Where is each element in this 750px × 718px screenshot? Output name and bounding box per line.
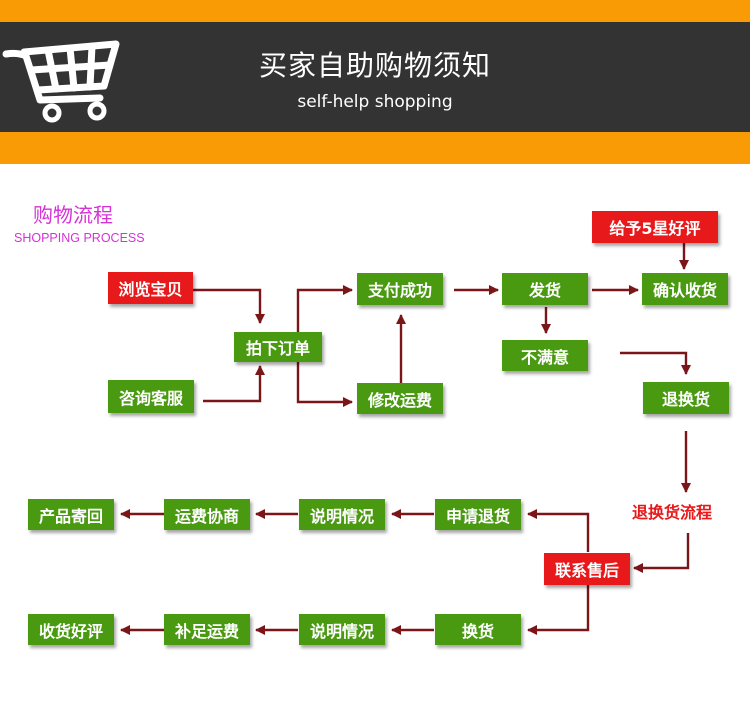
node-place-order: 拍下订单 [234, 332, 322, 362]
node-modify-shipping: 修改运费 [357, 383, 443, 414]
node-return-exchange: 退换货 [643, 382, 729, 414]
node-unsatisfied: 不满意 [502, 340, 588, 371]
node-payment-success: 支付成功 [357, 273, 443, 305]
arrow-unsatisfied-to-return [620, 351, 692, 376]
arrow-contact-to-apply [526, 508, 590, 552]
arrow-order-to-payment [296, 284, 354, 332]
page-subtitle: self-help shopping [297, 92, 453, 112]
node-ship: 发货 [502, 273, 588, 305]
arrow-flow-to-contact [632, 533, 690, 574]
node-confirm-receipt: 确认收货 [642, 273, 728, 305]
node-five-star-review: 给予5星好评 [592, 211, 718, 243]
page-title: 买家自助购物须知 [258, 49, 491, 82]
section-title: 购物流程 [33, 203, 113, 227]
arrow-order-to-modify [296, 362, 354, 408]
node-review: 收货好评 [28, 614, 114, 645]
node-browse: 浏览宝贝 [108, 272, 193, 304]
shopping-cart-icon [2, 40, 120, 123]
node-return-shipping: 运费协商 [164, 499, 250, 530]
arrow-contact-to-exchange [526, 584, 590, 636]
node-consult: 咨询客服 [108, 380, 194, 413]
node-apply-return: 申请退货 [435, 499, 521, 530]
node-pay-shipping: 补足运费 [164, 614, 250, 645]
node-exchange: 换货 [435, 614, 521, 645]
header-top-band [0, 0, 750, 22]
label-return-flow: 退换货流程 [632, 503, 713, 522]
node-explain-exchange: 说明情况 [299, 614, 385, 645]
node-contact-service: 联系售后 [544, 553, 630, 585]
header-banner [0, 22, 750, 132]
node-explain-return: 说明情况 [299, 499, 385, 530]
header-bottom-band [0, 132, 750, 164]
arrow-consult-to-order [203, 364, 266, 403]
arrow-browse-to-order [193, 288, 266, 325]
section-title-en: SHOPPING PROCESS [14, 231, 145, 245]
node-return-item: 产品寄回 [28, 499, 114, 530]
